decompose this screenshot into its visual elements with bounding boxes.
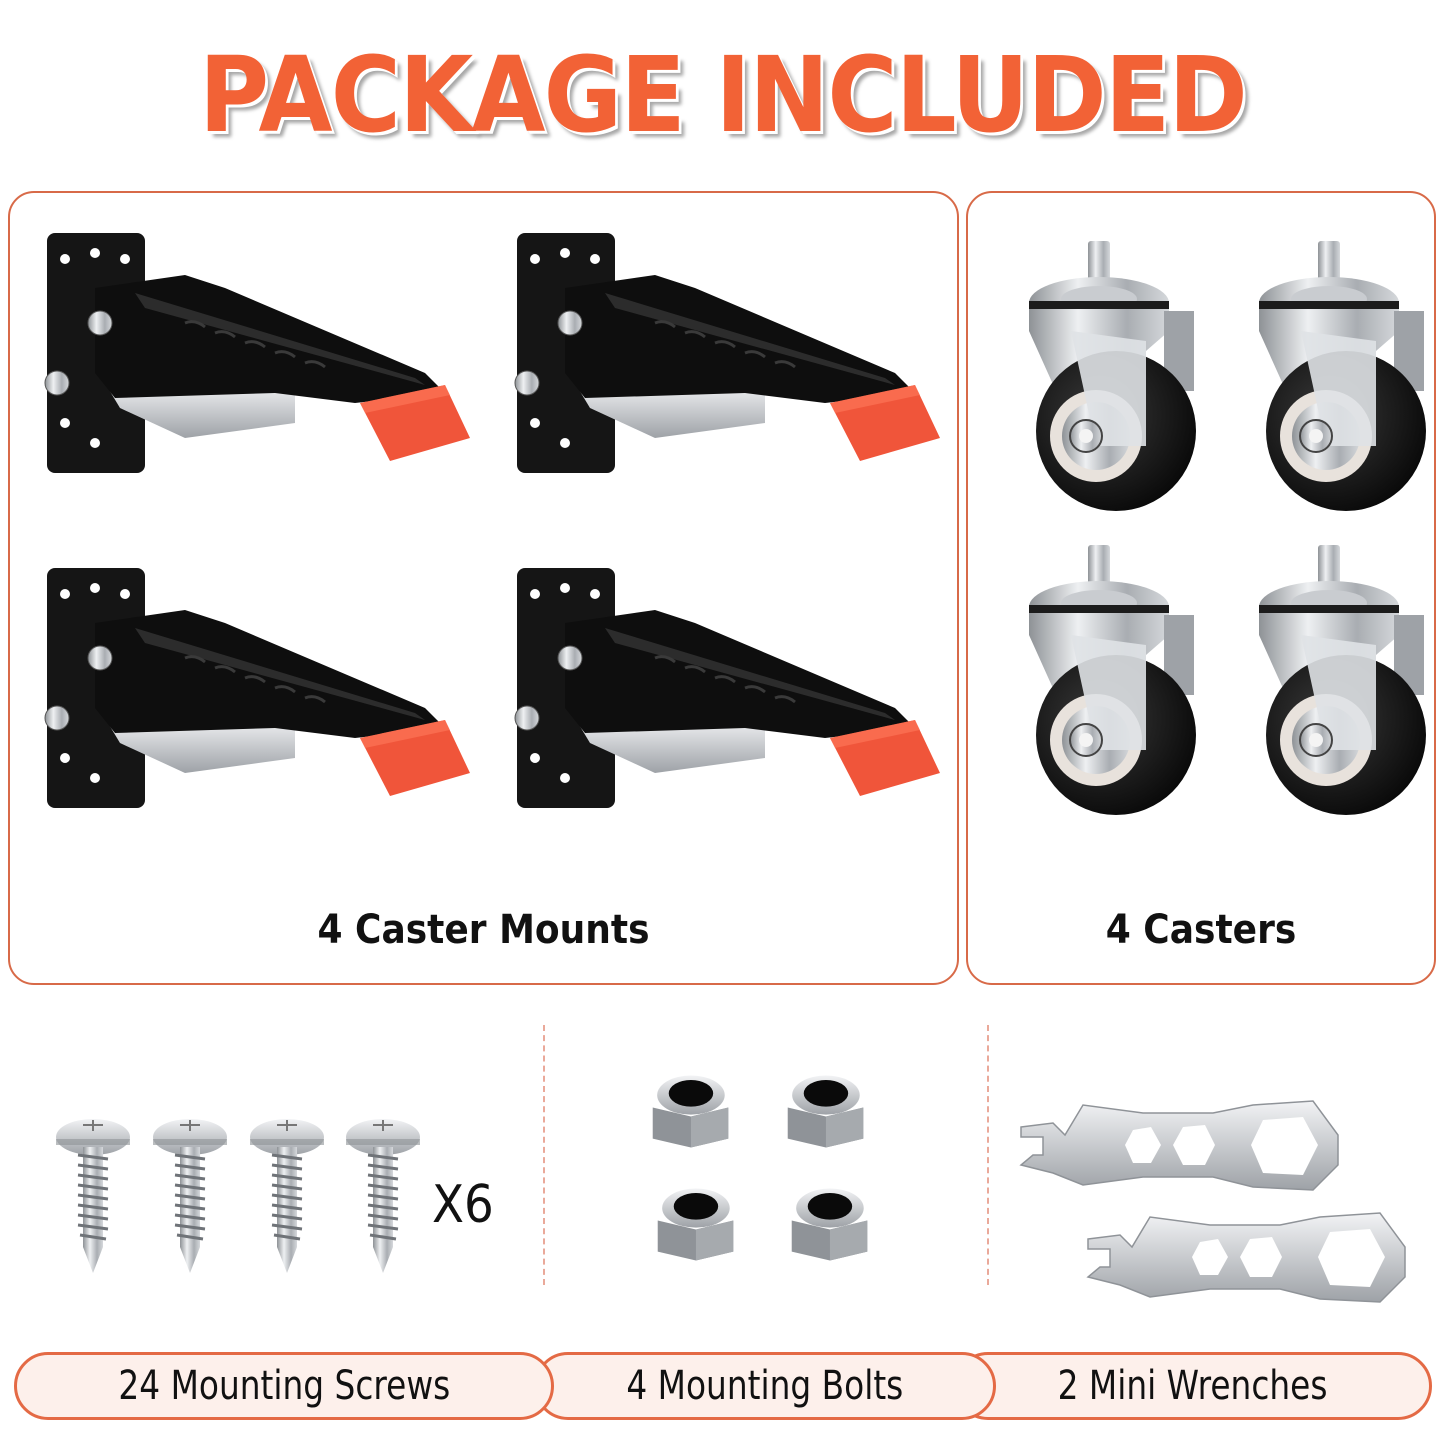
swivel-caster-wheel-icon: [1028, 545, 1197, 816]
screws-pill: 24 Mounting Screws: [14, 1352, 554, 1420]
casters-panel: 4 Casters: [966, 191, 1436, 985]
screw-icon: [151, 1117, 229, 1275]
wrenches-pill: 2 Mini Wrenches: [954, 1352, 1432, 1420]
accessory-labels-bar: 24 Mounting Screws 4 Mounting Bolts 2 Mi…: [14, 1352, 1432, 1420]
caster-mounts-label: 4 Caster Mounts: [317, 907, 650, 953]
mini-wrench-icon: [1087, 1212, 1406, 1303]
caster-mounts-panel: 4 Caster Mounts: [8, 191, 959, 985]
page-title: PACKAGE INCLUDED: [199, 34, 1248, 156]
section-divider: [987, 1025, 989, 1285]
lock-nut-icon: [652, 1075, 729, 1148]
caster-mount-bracket-icon: [513, 568, 942, 810]
wrenches-label: 2 Mini Wrenches: [1058, 1363, 1328, 1409]
lock-nut-icon: [791, 1188, 868, 1261]
screw-icon: [248, 1117, 326, 1275]
screw-multiplier: X6: [432, 1175, 494, 1235]
casters-label: 4 Casters: [1105, 907, 1297, 953]
lock-nut-icon: [657, 1188, 734, 1261]
mini-wrench-icon: [1020, 1100, 1339, 1191]
screw-icon: [344, 1117, 422, 1275]
section-divider: [543, 1025, 545, 1285]
bolts-pill: 4 Mounting Bolts: [534, 1352, 996, 1420]
screws-label: 24 Mounting Screws: [118, 1363, 450, 1409]
caster-mount-bracket-icon: [43, 568, 472, 810]
lock-nut-icon: [787, 1075, 864, 1148]
swivel-caster-wheel-icon: [1028, 241, 1197, 512]
swivel-caster-wheel-icon: [1258, 241, 1427, 512]
swivel-caster-wheel-icon: [1258, 545, 1427, 816]
caster-mount-bracket-icon: [513, 233, 942, 475]
bolts-label: 4 Mounting Bolts: [626, 1363, 904, 1409]
caster-mount-bracket-icon: [43, 233, 472, 475]
screw-icon: [54, 1117, 132, 1275]
